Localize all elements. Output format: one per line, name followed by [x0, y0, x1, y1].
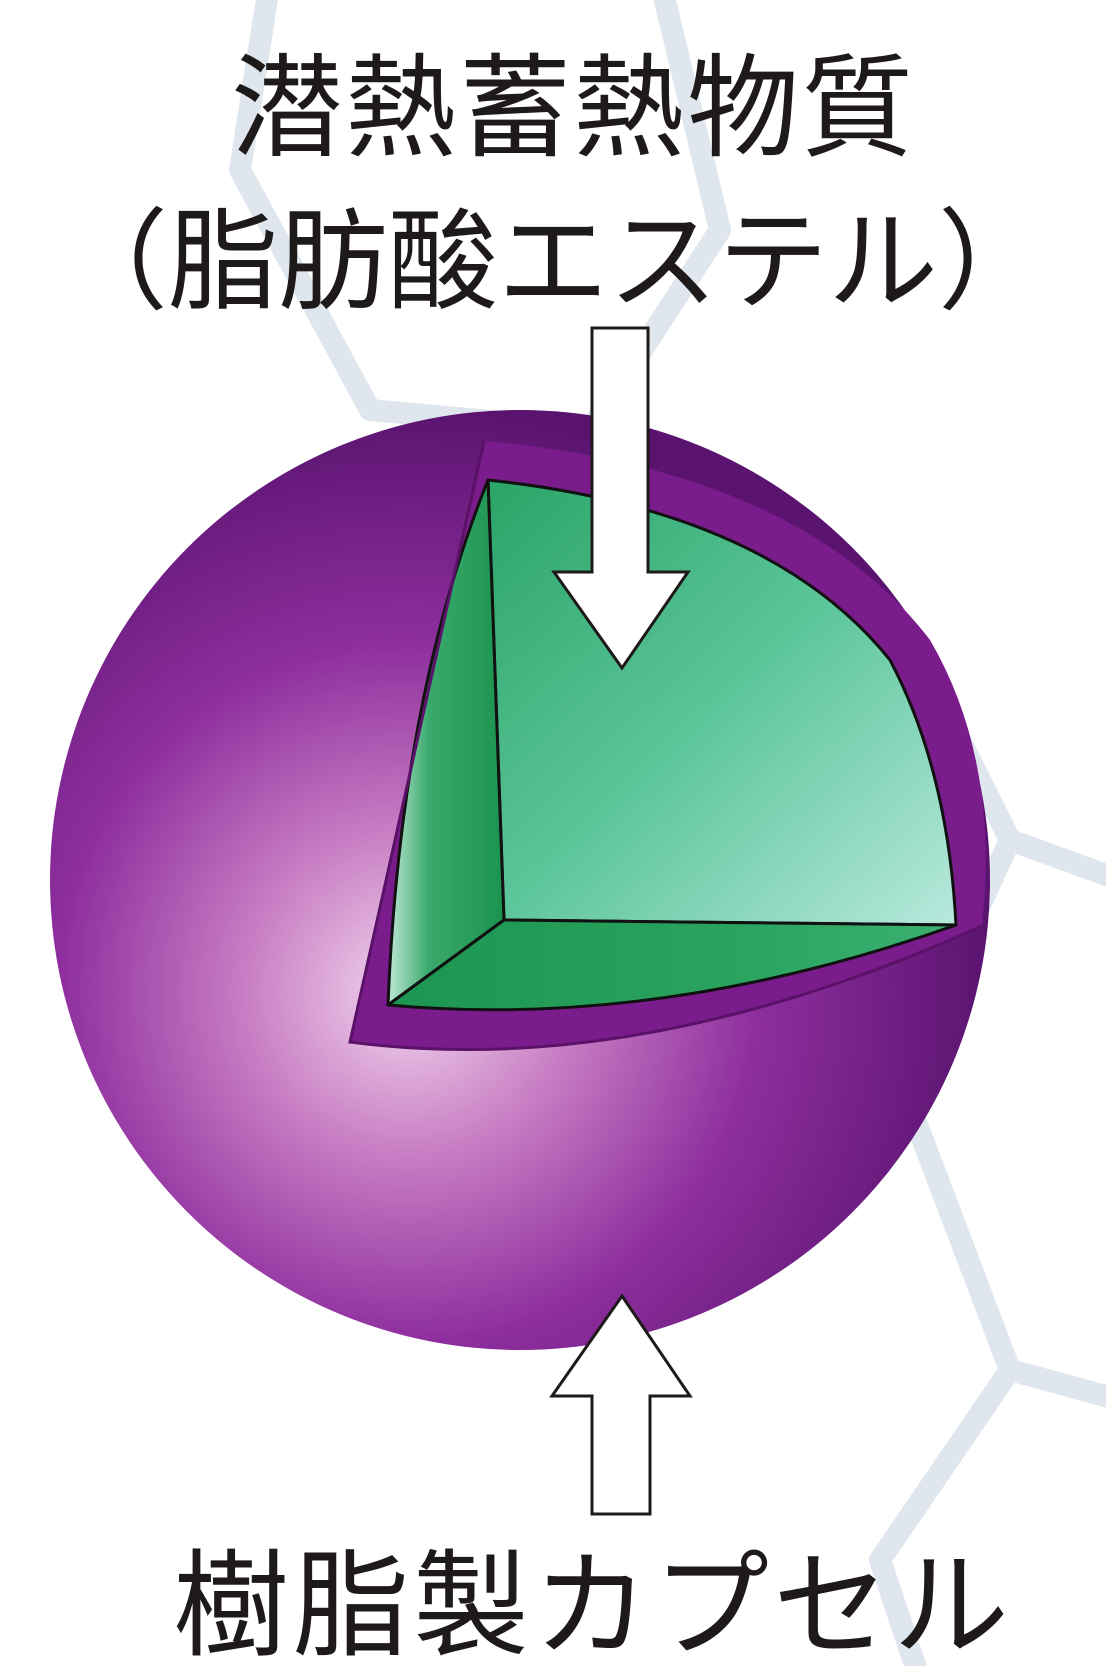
core-face-top	[488, 480, 956, 925]
core-label-line2: （脂肪酸エステル）	[0, 172, 1106, 332]
core-label-line1: 潜熱蓄熱物質	[20, 18, 1106, 180]
shell-label: 樹脂製カプセル	[40, 1512, 1106, 1680]
